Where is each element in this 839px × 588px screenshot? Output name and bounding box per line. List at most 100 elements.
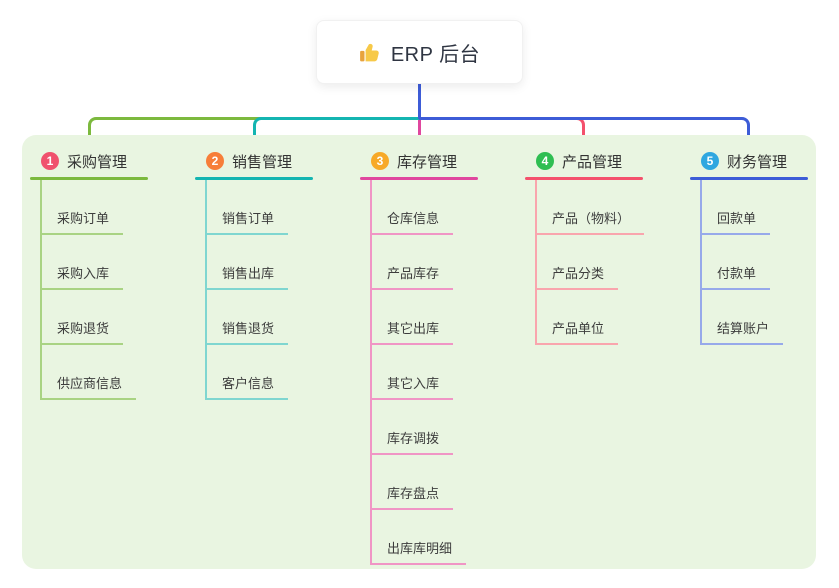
child-node-label: 采购退货	[57, 321, 110, 336]
child-node-underline: 客户信息	[205, 373, 289, 400]
branch-header: 5 财务管理	[690, 148, 808, 174]
child-node[interactable]: 库存调拨	[360, 400, 478, 455]
child-node[interactable]: 结算账户	[690, 290, 808, 345]
child-node[interactable]: 采购入库	[30, 235, 148, 290]
child-node[interactable]: 产品分类	[525, 235, 643, 290]
branch-header: 2 销售管理	[195, 148, 313, 174]
thumbs-up-icon	[359, 43, 379, 62]
child-node[interactable]: 销售退货	[195, 290, 313, 345]
child-node-underline: 采购入库	[40, 263, 124, 290]
branch-node-product-management[interactable]: 4 产品管理 产品（物料） 产品分类产品单位	[525, 148, 645, 345]
child-connector-line	[205, 180, 207, 400]
branch-children: 回款单付款单结算账户	[690, 180, 808, 345]
branch-label: 采购管理	[67, 153, 128, 171]
child-node[interactable]: 客户信息	[195, 345, 313, 400]
branch-children: 采购订单采购入库采购退货供应商信息	[30, 180, 148, 400]
branch-underline	[690, 177, 808, 180]
child-node-label: 产品单位	[552, 321, 605, 336]
branch-header: 1 采购管理	[30, 148, 148, 174]
connector-branch-5	[419, 117, 750, 146]
child-node-underline: 产品单位	[535, 318, 619, 345]
root-node-title: ERP 后台	[390, 43, 481, 66]
child-node[interactable]: 其它入库	[360, 345, 478, 400]
branch-underline	[195, 177, 313, 180]
child-node-underline: 付款单	[700, 263, 771, 290]
child-node-label: 产品分类	[552, 266, 605, 281]
child-node-label: 销售退货	[222, 321, 275, 336]
connector-root	[418, 84, 421, 119]
branches-panel	[22, 135, 816, 569]
child-node[interactable]: 产品（物料）	[525, 180, 645, 235]
child-node-underline: 其它出库	[370, 318, 454, 345]
branch-underline	[525, 177, 643, 180]
child-node[interactable]: 销售出库	[195, 235, 313, 290]
connector-branch-1	[88, 117, 419, 146]
child-node[interactable]: 回款单	[690, 180, 808, 235]
branch-label: 产品管理	[562, 153, 623, 171]
child-node[interactable]: 出库库明细	[360, 510, 478, 565]
branch-children: 仓库信息产品库存其它出库其它入库库存调拨库存盘点出库库明细	[360, 180, 478, 565]
child-node[interactable]: 供应商信息	[30, 345, 148, 400]
child-node-label: 产品库存	[387, 266, 440, 281]
branch-number-badge: 2	[206, 152, 224, 170]
root-node[interactable]: ERP 后台	[316, 20, 523, 84]
child-node-underline: 库存调拨	[370, 428, 454, 455]
child-node-label: 回款单	[717, 211, 757, 226]
child-node-underline: 采购退货	[40, 318, 124, 345]
branch-label: 库存管理	[397, 153, 458, 171]
child-node-underline: 销售退货	[205, 318, 289, 345]
child-node-label: 销售出库	[222, 266, 275, 281]
child-node[interactable]: 产品单位	[525, 290, 643, 345]
child-node[interactable]: 付款单	[690, 235, 808, 290]
child-node[interactable]: 采购退货	[30, 290, 148, 345]
branch-underline	[30, 177, 148, 180]
child-node-underline: 仓库信息	[370, 208, 454, 235]
branch-header: 4 产品管理	[525, 148, 643, 174]
child-node-label: 库存盘点	[387, 486, 440, 501]
connector-branch-2	[253, 117, 419, 146]
child-node-underline: 结算账户	[700, 318, 784, 345]
child-connector-line	[370, 180, 372, 565]
branch-node-sales-management[interactable]: 2 销售管理 销售订单销售出库销售退货客户信息	[195, 148, 313, 400]
child-node-label: 采购入库	[57, 266, 110, 281]
child-connector-line	[535, 180, 537, 345]
child-node-underline: 产品（物料）	[535, 208, 645, 235]
child-node-label: 采购订单	[57, 211, 110, 226]
branch-node-finance-management[interactable]: 5 财务管理 回款单付款单结算账户	[690, 148, 808, 345]
child-node[interactable]: 销售订单	[195, 180, 313, 235]
child-node-underline: 回款单	[700, 208, 771, 235]
child-node-label: 产品（物料）	[552, 211, 631, 226]
connector-branch-3	[418, 120, 421, 146]
child-node-label: 其它入库	[387, 376, 440, 391]
child-node-underline: 产品分类	[535, 263, 619, 290]
branch-node-inventory-management[interactable]: 3 库存管理 仓库信息产品库存其它出库其它入库库存调拨库存盘点出库库明细	[360, 148, 478, 565]
branch-label: 销售管理	[232, 153, 293, 171]
child-node[interactable]: 其它出库	[360, 290, 478, 345]
child-node-underline: 产品库存	[370, 263, 454, 290]
child-node[interactable]: 仓库信息	[360, 180, 478, 235]
branch-children: 销售订单销售出库销售退货客户信息	[195, 180, 313, 400]
branch-underline	[360, 177, 478, 180]
child-node[interactable]: 产品库存	[360, 235, 478, 290]
child-node-label: 客户信息	[222, 376, 275, 391]
child-node-label: 其它出库	[387, 321, 440, 336]
child-node-underline: 库存盘点	[370, 483, 454, 510]
child-node[interactable]: 库存盘点	[360, 455, 478, 510]
child-node-underline: 其它入库	[370, 373, 454, 400]
branch-number-badge: 3	[371, 152, 389, 170]
child-node-label: 仓库信息	[387, 211, 440, 226]
branch-number-badge: 5	[701, 152, 719, 170]
child-node-underline: 采购订单	[40, 208, 124, 235]
branch-number-badge: 1	[41, 152, 59, 170]
child-connector-line	[40, 180, 42, 400]
child-node-underline: 销售订单	[205, 208, 289, 235]
branch-node-purchase-management[interactable]: 1 采购管理 采购订单采购入库采购退货供应商信息	[30, 148, 148, 400]
child-node-underline: 销售出库	[205, 263, 289, 290]
child-node-underline: 供应商信息	[40, 373, 137, 400]
child-node-label: 供应商信息	[57, 376, 123, 391]
branch-children: 产品（物料） 产品分类产品单位	[525, 180, 645, 345]
child-node-label: 结算账户	[717, 321, 770, 336]
child-node-label: 付款单	[717, 266, 757, 281]
child-node[interactable]: 采购订单	[30, 180, 148, 235]
